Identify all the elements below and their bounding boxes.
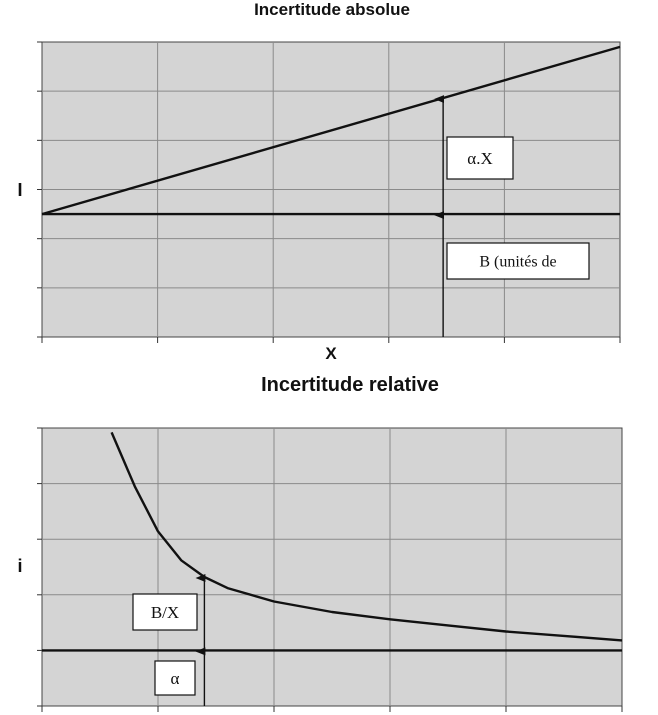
annotation-box	[154, 660, 196, 696]
series-line-0	[110, 431, 623, 642]
chart-incertitude-absolue: Incertitude absolue α.X B (unités de I X	[17, 0, 621, 363]
annotation-label: α.X	[467, 149, 492, 168]
y-axis-label: I	[17, 180, 22, 200]
annotation-box	[446, 136, 514, 180]
plot-area	[41, 427, 623, 707]
annotation-label: α	[171, 669, 180, 688]
chart-title: Incertitude relative	[261, 374, 439, 396]
gridlines	[37, 41, 621, 343]
annotation-box	[446, 242, 590, 280]
series-group	[41, 45, 621, 216]
annotations: B/X α	[132, 574, 206, 706]
annotation-box	[132, 593, 198, 631]
annotation-label: B/X	[151, 603, 179, 622]
annotation-label: B (unités de	[479, 254, 556, 271]
series-line-0	[41, 45, 621, 216]
chart-incertitude-relative: Incertitude relative B/X α i	[17, 374, 623, 712]
annotations: α.X B (unités de	[434, 95, 590, 337]
x-axis-label: X	[325, 344, 337, 363]
chart-title: Incertitude absolue	[254, 0, 410, 19]
y-axis-label: i	[17, 556, 22, 576]
series-group	[42, 431, 623, 652]
